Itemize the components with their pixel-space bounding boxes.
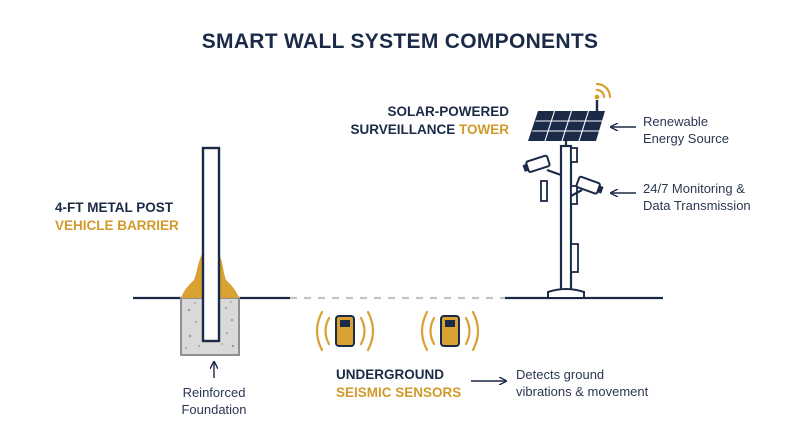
surveillance-tower [522,82,612,299]
monitoring-label-line1: 24/7 Monitoring & [643,181,745,196]
diagram-title: SMART WALL SYSTEM COMPONENTS [201,30,599,53]
sensors-label-line2: SEISMIC SENSORS [336,385,462,400]
sensors-label: UNDERGROUND SEISMIC SENSORS [336,366,461,402]
tower-label-line2b: TOWER [459,122,509,137]
post-label: 4-FT METAL POST VEHICLE BARRIER [55,199,179,235]
solar-panel [528,110,605,148]
tower-label: SOLAR-POWERED SURVEILLANCE TOWER [344,103,509,139]
post-label-line1: 4-FT METAL POST [55,200,173,215]
tower-label-line2a: SURVEILLANCE [350,122,456,137]
sensors-note: Detects ground vibrations & movement [516,366,648,400]
sensors-note-line1: Detects ground [516,367,605,382]
sensors-note-line2: vibrations & movement [516,384,649,399]
post-label-line2: VEHICLE BARRIER [55,218,179,233]
tower-label-line1: SOLAR-POWERED [387,104,510,119]
seismic-sensor-left [315,310,375,352]
foundation-label: Reinforced Foundation [181,384,247,418]
security-camera-icon [522,154,562,177]
sensors-label-line1: UNDERGROUND [336,367,444,382]
metal-post [201,146,221,343]
monitoring-label: 24/7 Monitoring & Data Transmission [643,180,751,214]
wireless-signal-icon [594,82,612,100]
monitoring-label-line2: Data Transmission [643,198,751,213]
seismic-sensor-right [420,310,480,352]
solar-label-line2: Energy Source [643,131,729,146]
foundation-label-line1: Reinforced [182,385,246,400]
foundation-label-line2: Foundation [181,402,247,417]
solar-label: Renewable Energy Source [643,113,729,147]
solar-label-line1: Renewable [643,114,709,129]
security-camera-icon [570,175,604,197]
